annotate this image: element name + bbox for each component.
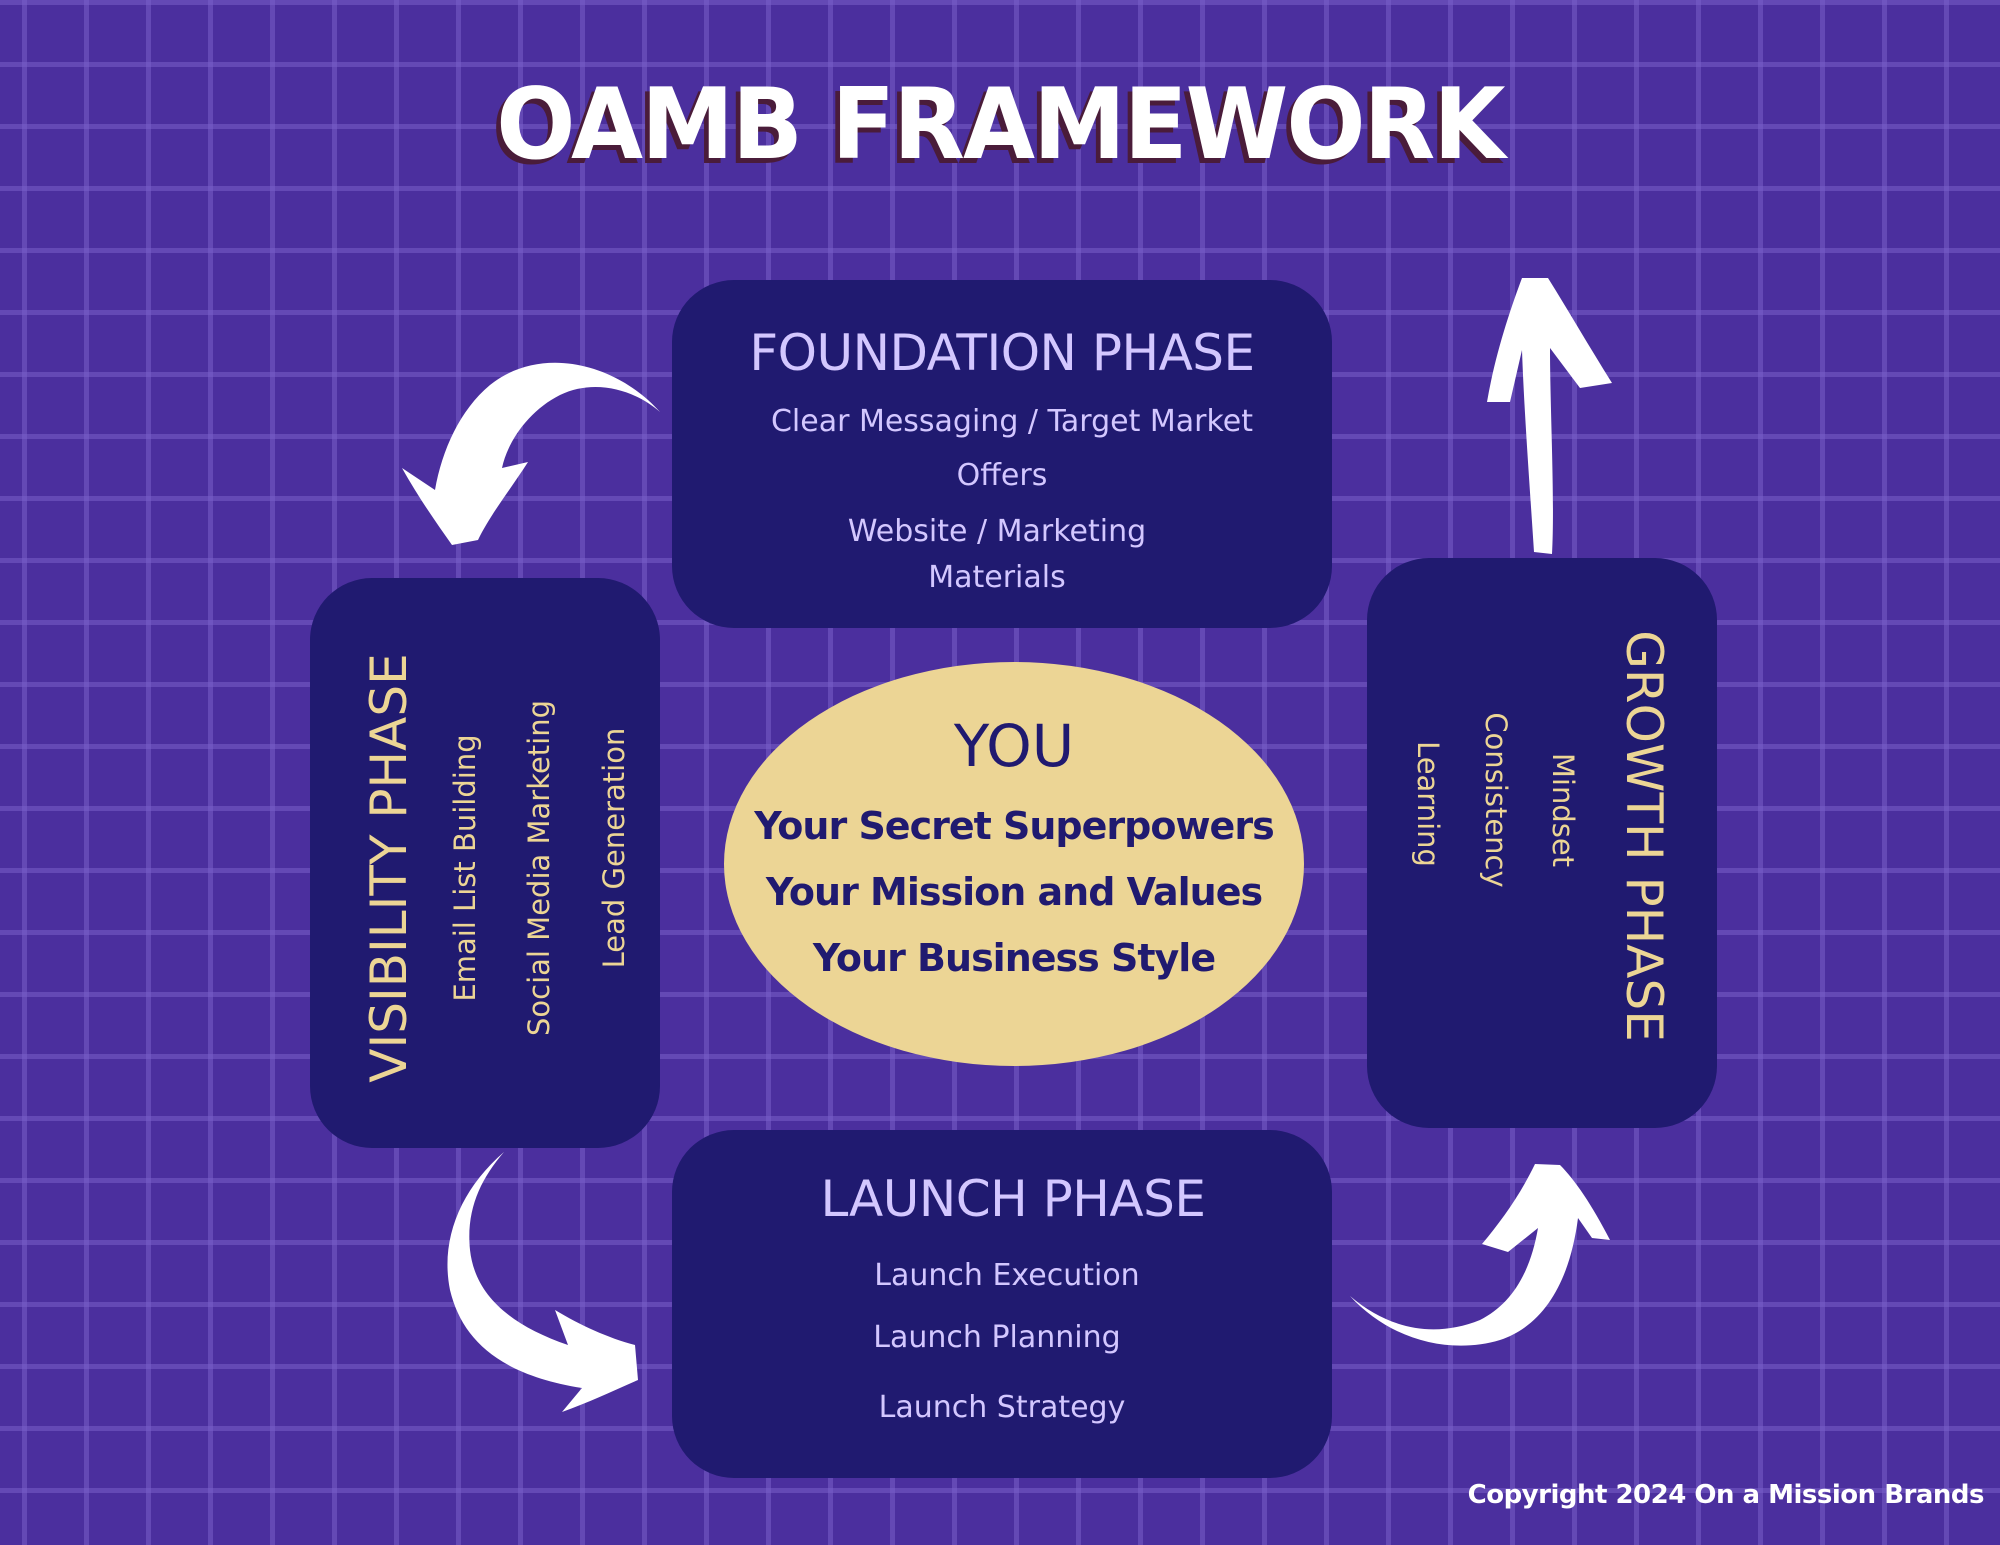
copyright-text: Copyright 2024 On a Mission Brands	[1467, 1480, 1985, 1510]
page-title: OAMB FRAMEWORK	[496, 68, 1505, 182]
foundation-item: Website / Marketing	[847, 514, 1147, 549]
launch-item: Launch Strategy	[878, 1390, 1126, 1425]
launch-item: Launch Planning	[873, 1320, 1121, 1355]
foundation-phase-title: FOUNDATION PHASE	[749, 324, 1255, 382]
foundation-item: Offers	[956, 458, 1048, 493]
you-item: Your Mission and Values	[765, 870, 1263, 914]
visibility-item: Email List Building	[448, 734, 482, 1002]
foundation-phase-box: FOUNDATION PHASE Clear Messaging / Targe…	[672, 280, 1332, 628]
foundation-item: Materials	[928, 560, 1066, 595]
visibility-phase-title: VISIBILITY PHASE	[360, 653, 418, 1083]
launch-item: Launch Execution	[874, 1258, 1140, 1293]
arrow-up-icon	[1487, 278, 1612, 554]
curved-arrow-up-right-icon	[1350, 1164, 1610, 1346]
foundation-item: Clear Messaging / Target Market	[770, 404, 1254, 439]
growth-phase-box: GROWTH PHASE Mindset Consistency Learnin…	[1367, 558, 1717, 1128]
growth-item: Learning	[1411, 741, 1445, 867]
curved-arrow-down-right-icon	[447, 1152, 638, 1412]
growth-phase-title: GROWTH PHASE	[1615, 630, 1673, 1042]
you-heading: YOU	[953, 712, 1075, 780]
growth-item: Consistency	[1479, 712, 1513, 888]
visibility-item: Lead Generation	[597, 727, 631, 969]
curved-arrow-down-left-icon	[402, 362, 660, 545]
launch-phase-box: LAUNCH PHASE Launch Execution Launch Pla…	[672, 1130, 1332, 1478]
growth-item: Mindset	[1546, 752, 1580, 868]
visibility-phase-box: VISIBILITY PHASE Email List Building Soc…	[310, 578, 660, 1148]
you-item: Your Secret Superpowers	[754, 804, 1274, 848]
visibility-item: Social Media Marketing	[522, 699, 556, 1037]
you-center-ellipse: YOU Your Secret Superpowers Your Mission…	[724, 662, 1304, 1066]
launch-phase-title: LAUNCH PHASE	[820, 1170, 1206, 1228]
you-item: Your Business Style	[812, 936, 1216, 980]
